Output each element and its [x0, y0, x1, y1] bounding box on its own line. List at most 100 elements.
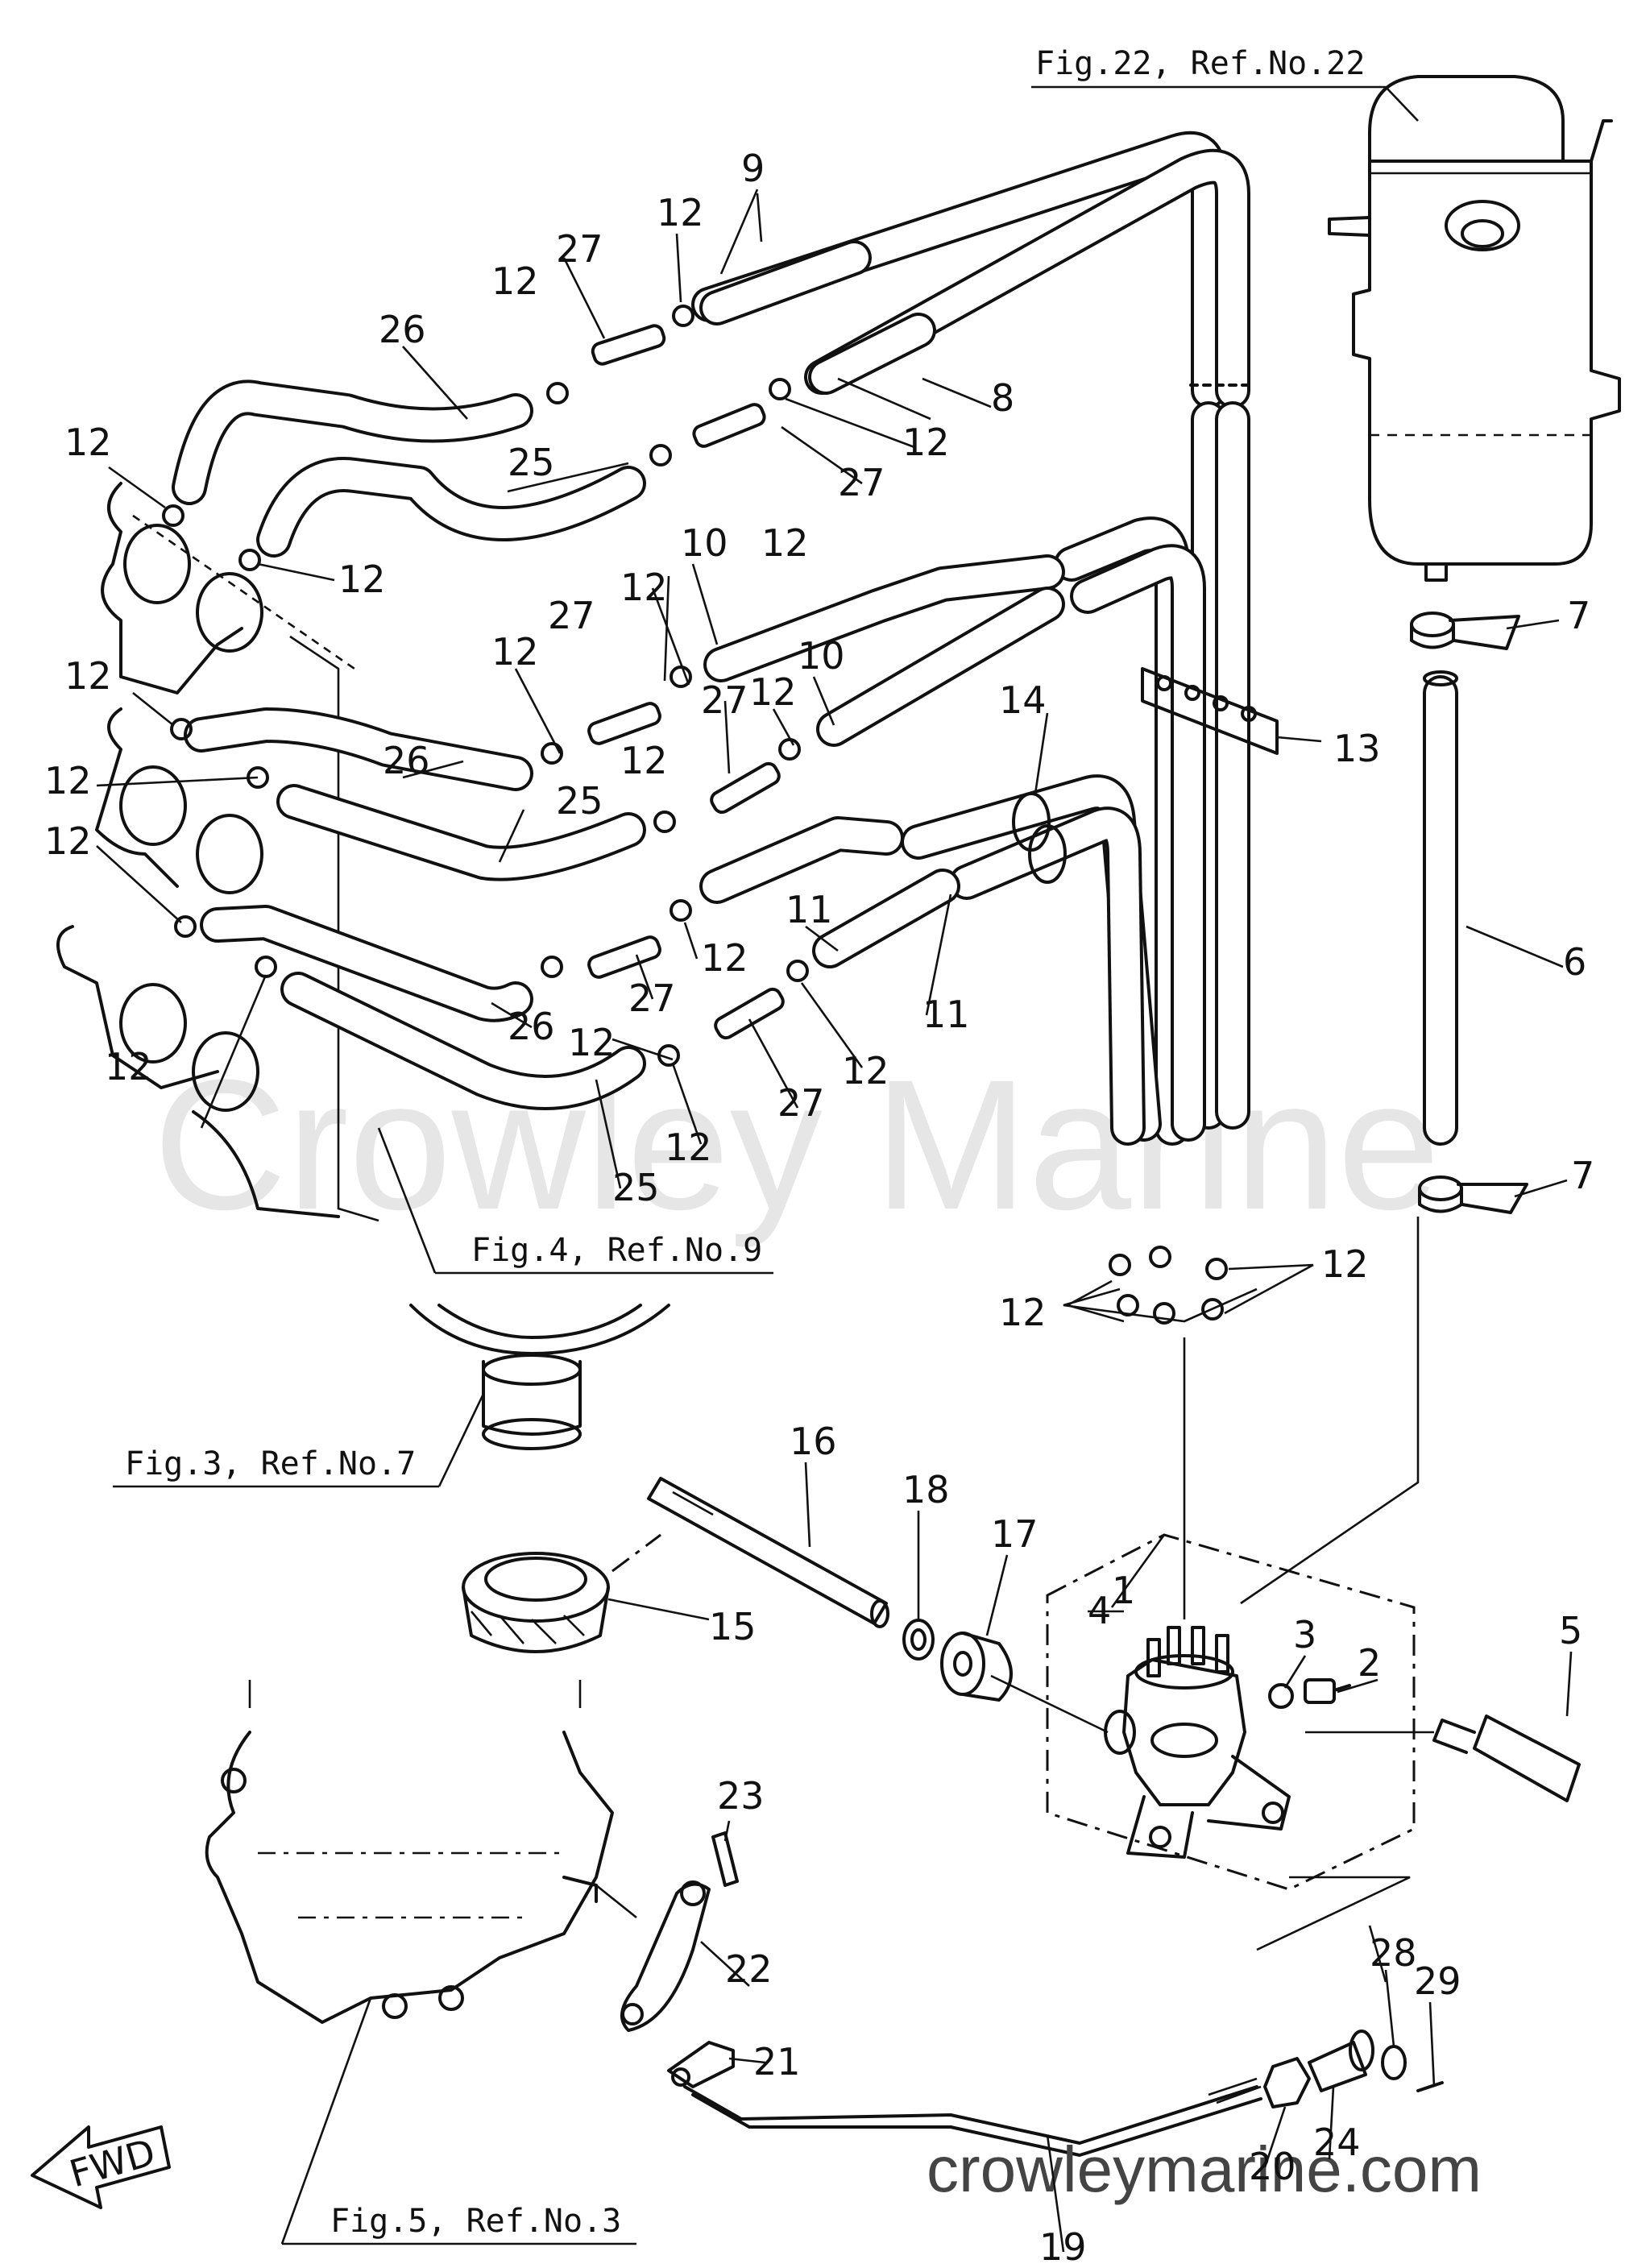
callout-25-c: 25: [556, 779, 603, 823]
oil-tank[interactable]: [1328, 75, 1621, 582]
joint-27-d[interactable]: [709, 761, 782, 815]
joint-27-b[interactable]: [691, 402, 766, 449]
callout-15: 15: [709, 1605, 757, 1648]
screw-2[interactable]: [1304, 1678, 1351, 1704]
callout-12: 12: [105, 1045, 152, 1088]
callout-27-c: 27: [548, 594, 595, 637]
callout-12: 12: [491, 630, 539, 674]
ref-fig4: Fig.4, Ref.No.9: [471, 1232, 762, 1269]
control-rod-19[interactable]: [683, 2077, 1262, 2157]
hose-clamp-7-bottom[interactable]: [1418, 1175, 1528, 1214]
ref-fig3: Fig.3, Ref.No.7: [125, 1445, 416, 1482]
coupler-17[interactable]: [940, 1632, 1013, 1702]
callout-28: 28: [1370, 1931, 1417, 1975]
washer-18[interactable]: [902, 1619, 935, 1661]
nut-20[interactable]: [1263, 2057, 1311, 2108]
site-watermark: crowleymarine.com: [927, 2133, 1482, 2205]
hose-clips-12[interactable]: [162, 305, 1228, 1325]
oil-pump-assembly-box: [1046, 1533, 1416, 1891]
hose-11-a[interactable]: [699, 816, 904, 904]
callout-5: 5: [1559, 1609, 1582, 1652]
drive-gear-15[interactable]: [462, 1552, 610, 1653]
callout-12: 12: [338, 558, 386, 601]
callout-6: 6: [1563, 940, 1586, 984]
callout-24: 24: [1313, 2121, 1361, 2164]
callout-11-a: 11: [786, 888, 833, 931]
washer-28[interactable]: [1381, 2045, 1407, 2080]
callout-12: 12: [1321, 1242, 1369, 1286]
callout-12: 12: [64, 421, 112, 464]
link-21[interactable]: [667, 2041, 735, 2088]
joint-27-f[interactable]: [713, 986, 786, 1041]
hose-26-top[interactable]: [172, 379, 533, 505]
callout-12: 12: [568, 1021, 616, 1064]
ref-fig22: Fig.22, Ref.No.22: [1035, 45, 1365, 82]
hose-11-b[interactable]: [812, 869, 960, 968]
hose-10-a[interactable]: [703, 554, 1065, 682]
callout-27-d: 27: [701, 678, 748, 722]
lever-22[interactable]: [620, 1880, 711, 2032]
callout-12: 12: [44, 819, 92, 863]
callout-12: 12: [749, 670, 797, 714]
pin-23[interactable]: [711, 1831, 739, 1887]
callout-27-f: 27: [777, 1081, 825, 1125]
callout-7-top: 7: [1567, 594, 1590, 637]
callout-26-b: 26: [383, 739, 430, 782]
delivery-hoses-bundle: [691, 131, 1252, 1146]
callout-12: 12: [701, 936, 748, 980]
callout-12: 12: [620, 566, 668, 609]
callout-22: 22: [725, 1947, 773, 1991]
hose-clamp-7-top[interactable]: [1410, 612, 1520, 650]
bleeder-5[interactable]: [1432, 1714, 1581, 1802]
o-ring-4[interactable]: [1104, 1710, 1136, 1755]
driven-shaft-16[interactable]: [647, 1477, 889, 1628]
hose-clamp-14[interactable]: [1012, 792, 1067, 884]
hose-26-bottom[interactable]: [200, 905, 533, 1022]
callout-12: 12: [665, 1126, 712, 1169]
callout-16: 16: [790, 1420, 837, 1463]
callout-12: 12: [491, 259, 539, 303]
callout-29: 29: [1414, 1959, 1461, 2003]
joint-27-c[interactable]: [587, 701, 661, 745]
callout-23: 23: [717, 1774, 765, 1818]
joint-27-e[interactable]: [587, 935, 661, 979]
hose-9[interactable]: [699, 240, 872, 325]
cotter-pin-29[interactable]: [1416, 2081, 1444, 2092]
callout-12: 12: [64, 654, 112, 698]
joint-27-a[interactable]: [591, 324, 666, 367]
oil-hose-6[interactable]: [1423, 670, 1458, 1146]
callout-20: 20: [1249, 2145, 1296, 2188]
hose-10-b[interactable]: [816, 587, 1065, 747]
washer-3[interactable]: [1268, 1683, 1294, 1709]
callout-26-a: 26: [379, 308, 426, 351]
callout-9: 9: [741, 147, 765, 190]
hose-25-mid[interactable]: [276, 784, 646, 881]
callout-13: 13: [1333, 727, 1381, 770]
ball-joint-24[interactable]: [1308, 2030, 1374, 2092]
drive-gear-fig3: [409, 1304, 670, 1450]
hose-26-mid[interactable]: [184, 707, 533, 791]
hose-8[interactable]: [808, 313, 936, 395]
forward-arrow-icon: FWD: [31, 2125, 171, 2209]
callout-27-a: 27: [556, 227, 603, 271]
callout-12: 12: [902, 421, 950, 464]
callout-12: 12: [842, 1049, 889, 1093]
fwd-label: FWD: [64, 2130, 160, 2196]
callout-labels: 1 2 3 4 5 6 7 7 8 9 10 10 11 11 13 14 15…: [44, 147, 1594, 2268]
callout-25-b: 25: [508, 441, 555, 484]
hose-25-top[interactable]: [256, 457, 646, 558]
callout-12: 12: [44, 759, 92, 802]
callout-10-b: 10: [798, 634, 845, 678]
hose-holder-13[interactable]: [1141, 667, 1279, 755]
ref-fig5: Fig.5, Ref.No.3: [330, 2203, 621, 2240]
callout-12: 12: [657, 191, 704, 234]
oil-pump-1[interactable]: [1122, 1626, 1291, 1859]
callout-2: 2: [1358, 1641, 1381, 1685]
callout-12: 12: [999, 1291, 1047, 1334]
callout-12: 12: [761, 521, 809, 565]
callout-8: 8: [991, 376, 1014, 420]
cylinder-block-outline: [56, 482, 379, 1222]
hose-25-bottom[interactable]: [280, 972, 646, 1110]
